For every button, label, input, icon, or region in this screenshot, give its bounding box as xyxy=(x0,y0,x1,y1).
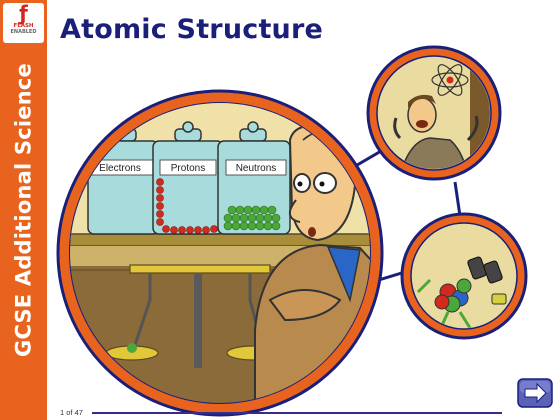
connector-line-middle xyxy=(453,181,462,217)
page-counter: 1 of 47 xyxy=(60,408,83,417)
atom-discovery-circle xyxy=(366,45,502,181)
flash-badge-line2: ENABLED xyxy=(10,29,37,35)
particle-detective-circle xyxy=(400,212,528,340)
lab-scene-circle xyxy=(56,89,384,417)
neutrons-jar xyxy=(217,121,291,235)
next-slide-button[interactable] xyxy=(517,378,553,408)
jar-label-protons: Protons xyxy=(171,163,205,174)
flash-enabled-badge: ƒ FLASH ENABLED xyxy=(3,3,44,43)
flash-badge-line1: FLASH xyxy=(13,23,34,29)
flash-f-icon: ƒ xyxy=(19,1,28,25)
arrow-right-icon xyxy=(517,378,553,408)
jar-label-neutrons: Neutrons xyxy=(236,163,277,174)
protons-jar xyxy=(152,121,224,235)
footer-rule xyxy=(92,412,502,414)
sidebar: ƒ FLASH ENABLED GCSE Additional Science xyxy=(0,0,47,420)
page-title: Atomic Structure xyxy=(60,14,323,45)
jar-label-electrons: Electrons xyxy=(99,163,141,174)
